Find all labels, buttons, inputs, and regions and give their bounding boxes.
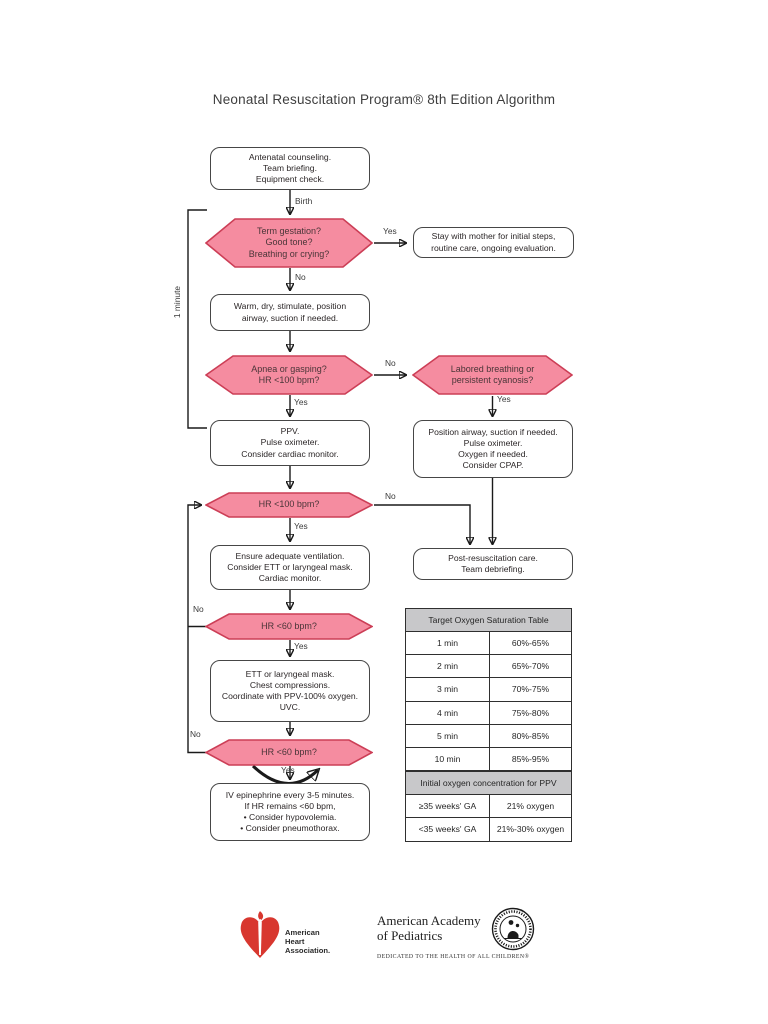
- one-minute-bracket: [187, 209, 207, 429]
- aap-seal-icon: [491, 907, 535, 951]
- label-one-minute: 1 minute: [172, 285, 182, 319]
- box-antenatal: Antenatal counseling. Team briefing. Equ…: [210, 147, 370, 190]
- decision-hr60-second: HR <60 bpm?: [205, 739, 373, 766]
- aap-tagline: DEDICATED TO THE HEALTH OF ALL CHILDREN®: [377, 954, 530, 960]
- label-hr60b-no: No: [190, 729, 201, 739]
- decision-term-gestation-text: Term gestation? Good tone? Breathing or …: [248, 226, 330, 259]
- ppv-oxygen-title: Initial oxygen concentration for PPV: [406, 771, 571, 796]
- decision-hr60-first-text: HR <60 bpm?: [261, 620, 317, 631]
- box-ppv-text: PPV. Pulse oximeter. Consider cardiac mo…: [241, 426, 339, 459]
- label-apnea-yes: Yes: [294, 397, 308, 407]
- oxygen-table-title: Target Oxygen Saturation Table: [406, 609, 571, 632]
- decision-apnea-gasping: Apnea or gasping? HR <100 bpm?: [205, 355, 373, 395]
- label-birth: Birth: [295, 196, 313, 206]
- label-term-no: No: [295, 272, 306, 282]
- decision-hr100: HR <100 bpm?: [205, 492, 373, 518]
- box-epinephrine-text: IV epinephrine every 3-5 minutes. If HR …: [225, 789, 355, 834]
- label-hr100-yes: Yes: [294, 521, 308, 531]
- aap-logo: American Academy of Pediatrics DEDICATED…: [377, 905, 557, 970]
- label-apnea-no: No: [385, 358, 396, 368]
- box-position-airway-text: Position airway, suction if needed. Puls…: [428, 426, 558, 471]
- aha-logo: American Heart Association.: [237, 906, 337, 966]
- label-hr60b-yes: Yes: [281, 765, 295, 775]
- box-position-airway: Position airway, suction if needed. Puls…: [413, 420, 573, 478]
- edge-hr100-no: [374, 504, 470, 544]
- box-epinephrine: IV epinephrine every 3-5 minutes. If HR …: [210, 783, 370, 841]
- box-warm-dry-text: Warm, dry, stimulate, position airway, s…: [233, 301, 347, 323]
- page-title: Neonatal Resuscitation Program® 8th Edit…: [212, 92, 556, 107]
- decision-term-gestation: Term gestation? Good tone? Breathing or …: [205, 218, 373, 268]
- decision-hr60-second-text: HR <60 bpm?: [261, 746, 317, 757]
- aha-heart-icon: [240, 910, 280, 958]
- decision-hr60-first: HR <60 bpm?: [205, 613, 373, 640]
- decision-apnea-gasping-text: Apnea or gasping? HR <100 bpm?: [251, 363, 327, 385]
- box-post-resuscitation: Post-resuscitation care. Team debriefing…: [413, 548, 573, 580]
- label-term-yes: Yes: [383, 226, 397, 236]
- box-antenatal-text: Antenatal counseling. Team briefing. Equ…: [248, 151, 332, 185]
- aha-logo-text: American Heart Association.: [285, 928, 331, 956]
- box-ppv: PPV. Pulse oximeter. Consider cardiac mo…: [210, 420, 370, 466]
- label-hr60a-no: No: [193, 604, 204, 614]
- box-ett-compressions: ETT or laryngeal mask. Chest compression…: [210, 660, 370, 722]
- box-stay-with-mother: Stay with mother for initial steps, rout…: [413, 227, 574, 258]
- box-ett-compressions-text: ETT or laryngeal mask. Chest compression…: [221, 668, 359, 713]
- decision-hr100-text: HR <100 bpm?: [258, 499, 320, 510]
- box-stay-with-mother-text: Stay with mother for initial steps, rout…: [431, 231, 556, 253]
- decision-labored-breathing-text: Labored breathing or persistent cyanosis…: [450, 363, 535, 385]
- decision-labored-breathing: Labored breathing or persistent cyanosis…: [412, 355, 573, 395]
- box-warm-dry: Warm, dry, stimulate, position airway, s…: [210, 294, 370, 331]
- label-hr100-no: No: [385, 491, 396, 501]
- box-ensure-ventilation-text: Ensure adequate ventilation. Consider ET…: [227, 550, 353, 584]
- edge-hr60-loopback: [187, 505, 206, 754]
- box-post-resuscitation-text: Post-resuscitation care. Team debriefing…: [448, 552, 538, 574]
- box-ensure-ventilation: Ensure adequate ventilation. Consider ET…: [210, 545, 370, 590]
- label-hr60a-yes: Yes: [294, 641, 308, 651]
- label-labored-yes: Yes: [497, 394, 511, 404]
- aap-logo-text: American Academy of Pediatrics: [377, 913, 481, 944]
